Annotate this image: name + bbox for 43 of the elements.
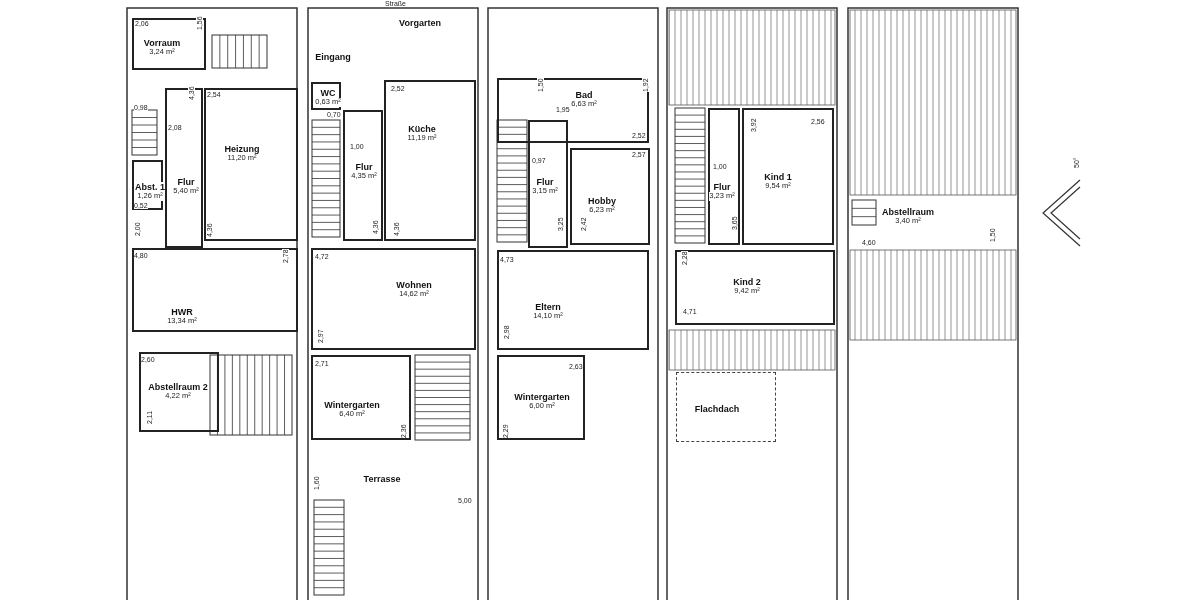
room-outline <box>675 250 835 325</box>
room-name: Abstellraum 2 <box>148 382 208 393</box>
room-name: Wintergarten <box>324 400 380 411</box>
room-name: Abst. 1 <box>135 182 165 193</box>
room-name: HWR <box>171 307 193 318</box>
room-outline <box>742 108 834 245</box>
room-outline <box>528 120 568 248</box>
room-name: Terrasse <box>363 474 401 485</box>
room-name: Flur <box>536 177 554 188</box>
room-name: Abstellraum <box>882 207 934 218</box>
room-name: Kind 1 <box>764 172 792 183</box>
room-outline <box>497 355 585 440</box>
room-outline <box>204 88 298 241</box>
room-name: Wohnen <box>396 280 432 291</box>
room-name: Flur <box>355 162 373 173</box>
room-name: WC <box>320 88 336 99</box>
room-name: Flachdach <box>694 404 740 415</box>
room-name: Eltern <box>535 302 561 313</box>
room-name: Küche <box>408 124 436 135</box>
room-outline <box>676 372 776 442</box>
room-name: Vorraum <box>143 38 181 49</box>
room-outline <box>497 250 649 350</box>
room-outline <box>311 355 411 440</box>
room-outline <box>343 110 383 241</box>
room-name: Flur <box>713 182 731 193</box>
room-name: Heizung <box>224 144 260 155</box>
room-outline <box>708 108 740 245</box>
room-name: Hobby <box>588 196 616 207</box>
room-name: Kind 2 <box>733 277 761 288</box>
room-outline <box>570 148 650 245</box>
room-name: Bad <box>575 90 593 101</box>
room-outline <box>132 160 163 210</box>
room-outline <box>139 352 219 432</box>
room-outline <box>384 80 476 241</box>
room-outline <box>311 248 476 350</box>
room-outline <box>165 88 203 248</box>
room-name: Eingang <box>315 52 351 63</box>
room-name: Wintergarten <box>514 392 570 403</box>
room-name: Flur <box>177 177 195 188</box>
room-outline <box>132 18 206 70</box>
room-outline <box>132 248 298 332</box>
room-name: Vorgarten <box>399 18 441 29</box>
room-outline <box>311 82 341 110</box>
